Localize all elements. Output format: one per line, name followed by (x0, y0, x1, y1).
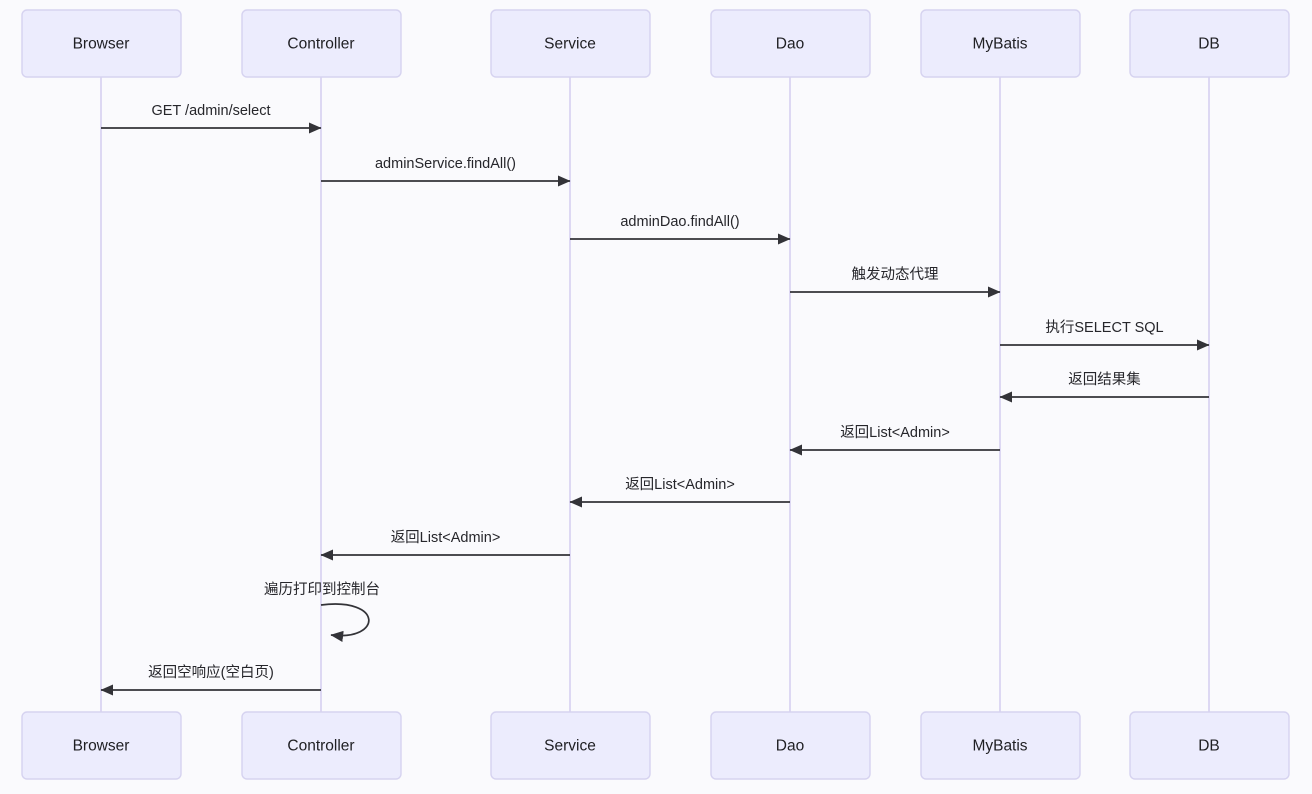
lifelines-layer (100, 77, 1210, 712)
actor-label-service-bottom: Service (544, 738, 596, 755)
actor-box-controller-top (241, 9, 402, 78)
actor-label-service-top: Service (544, 36, 596, 53)
message-label-11: 返回空响应(空白页) (148, 663, 274, 681)
actor-box-browser-top (21, 9, 182, 78)
actor-label-browser-bottom: Browser (73, 738, 130, 755)
actor-label-browser-top: Browser (73, 36, 130, 53)
actor-mybatis-top[interactable]: MyBatis (920, 9, 1081, 78)
actor-label-db-top: DB (1198, 36, 1220, 53)
actor-box-dao-bottom (710, 711, 871, 780)
actor-box-mybatis-bottom (920, 711, 1081, 780)
actor-db-top[interactable]: DB (1129, 9, 1290, 78)
message-10[interactable]: 遍历打印到控制台 (264, 581, 380, 642)
message-11[interactable]: 返回空响应(空白页) (100, 663, 321, 696)
actor-label-mybatis-bottom: MyBatis (972, 738, 1027, 755)
message-label-9: 返回List<Admin> (391, 529, 501, 546)
actor-label-controller-bottom: Controller (287, 738, 354, 755)
message-label-6: 返回结果集 (1068, 371, 1141, 388)
actor-label-controller-top: Controller (287, 36, 354, 53)
actor-controller-top[interactable]: Controller (241, 9, 402, 78)
actor-label-db-bottom: DB (1198, 738, 1220, 755)
actor-dao-top[interactable]: Dao (710, 9, 871, 78)
message-label-5: 执行SELECT SQL (1045, 319, 1163, 336)
actor-box-service-bottom (490, 711, 651, 780)
message-label-1: GET /admin/select (151, 103, 270, 119)
actor-label-dao-bottom: Dao (776, 738, 804, 755)
message-7[interactable]: 返回List<Admin> (789, 424, 1000, 456)
actor-controller-bottom[interactable]: Controller (241, 711, 402, 780)
message-label-8: 返回List<Admin> (625, 476, 735, 493)
message-label-2: adminService.findAll() (375, 156, 516, 172)
message-3[interactable]: adminDao.findAll() (570, 214, 791, 245)
message-6[interactable]: 返回结果集 (999, 371, 1209, 403)
actor-label-mybatis-top: MyBatis (972, 36, 1027, 53)
messages-layer: GET /admin/select adminService.findAll() a… (100, 103, 1210, 696)
actor-label-dao-top: Dao (776, 36, 804, 53)
message-8[interactable]: 返回List<Admin> (569, 476, 790, 508)
actor-service-bottom[interactable]: Service (490, 711, 651, 780)
actor-mybatis-bottom[interactable]: MyBatis (920, 711, 1081, 780)
actor-box-db-top (1129, 9, 1290, 78)
message-label-4: 触发动态代理 (852, 266, 939, 283)
actor-dao-bottom[interactable]: Dao (710, 711, 871, 780)
actor-db-bottom[interactable]: DB (1129, 711, 1290, 780)
actors-top-layer: Browser Controller Service Dao MyBatis DB (21, 9, 1290, 78)
actor-box-browser-bottom (21, 711, 182, 780)
actors-bottom-layer: Browser Controller Service Dao MyBatis DB (21, 711, 1290, 780)
message-label-10: 遍历打印到控制台 (264, 581, 380, 598)
message-2[interactable]: adminService.findAll() (321, 156, 571, 187)
actor-service-top[interactable]: Service (490, 9, 651, 78)
actor-box-dao-top (710, 9, 871, 78)
message-label-3: adminDao.findAll() (620, 214, 739, 230)
actor-box-mybatis-top (920, 9, 1081, 78)
message-label-7: 返回List<Admin> (840, 424, 950, 441)
actor-browser-top[interactable]: Browser (21, 9, 182, 78)
message-1[interactable]: GET /admin/select (101, 103, 322, 134)
actor-box-controller-bottom (241, 711, 402, 780)
message-9[interactable]: 返回List<Admin> (320, 529, 570, 561)
actor-box-service-top (490, 9, 651, 78)
actor-box-db-bottom (1129, 711, 1290, 780)
message-4[interactable]: 触发动态代理 (790, 266, 1001, 298)
message-self-loop-10 (320, 603, 370, 642)
actor-browser-bottom[interactable]: Browser (21, 711, 182, 780)
message-5[interactable]: 执行SELECT SQL (1000, 319, 1210, 351)
